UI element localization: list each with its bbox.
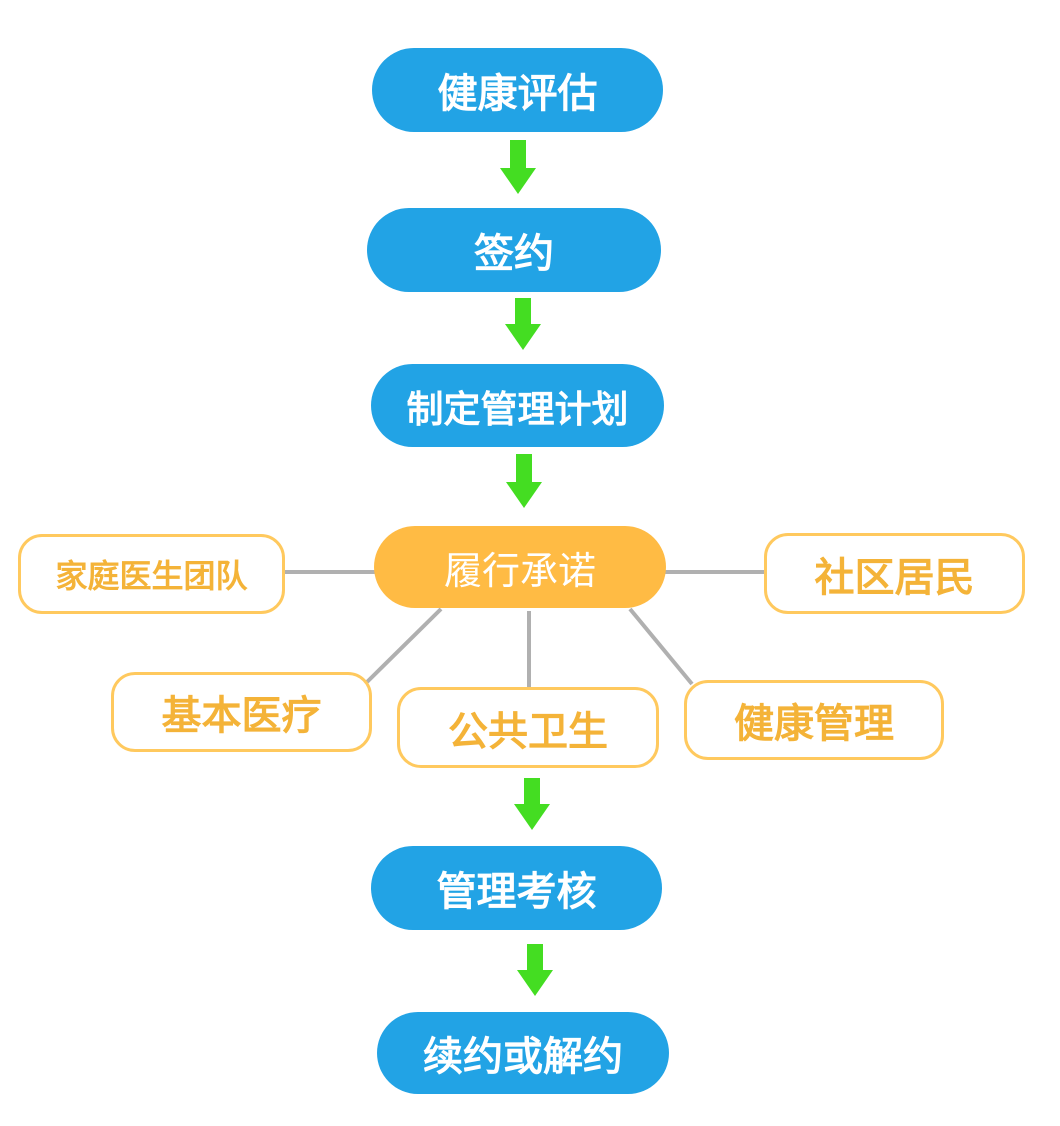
node-community-residents: 社区居民	[764, 533, 1025, 614]
node-health-management: 健康管理	[684, 680, 944, 760]
arrow-down-icon	[517, 944, 553, 996]
step-management-plan: 制定管理计划	[371, 364, 664, 447]
node-basic-medical: 基本医疗	[111, 672, 372, 752]
arrow-down-icon	[500, 140, 536, 194]
step-renew-or-terminate: 续约或解约	[377, 1012, 669, 1094]
arrow-down-icon	[506, 454, 542, 508]
step-fulfill-commitment: 履行承诺	[374, 526, 666, 608]
node-public-health: 公共卫生	[397, 687, 659, 768]
connector-basic-medical	[364, 607, 443, 685]
connector-health-management	[628, 607, 694, 686]
step-sign-contract: 签约	[367, 208, 661, 292]
node-family-doctor-team: 家庭医生团队	[18, 534, 285, 614]
step-health-assessment: 健康评估	[372, 48, 663, 132]
arrow-down-icon	[505, 298, 541, 350]
step-management-review: 管理考核	[371, 846, 662, 930]
arrow-down-icon	[514, 778, 550, 830]
